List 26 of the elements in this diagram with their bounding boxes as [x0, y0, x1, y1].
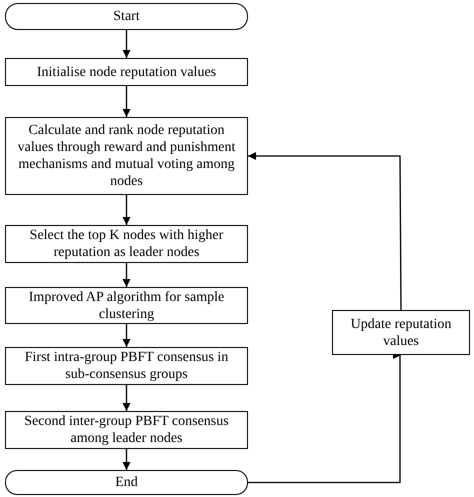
arrow: [122, 30, 130, 58]
arrow: [122, 385, 130, 411]
arrow: [248, 152, 402, 310]
node-label: Calculate and rank node reputation values through reward and punishment mechanisms and mutual voting among nodes: [16, 122, 236, 190]
process-box: [5, 347, 248, 385]
arrow: [122, 449, 130, 470]
node-label: Update reputation values: [350, 316, 452, 350]
process-box: [332, 310, 470, 355]
node-label: Start: [113, 8, 140, 25]
node-label: Second inter-group PBFT consensus among leader nodes: [23, 413, 230, 447]
arrow: [122, 324, 130, 347]
process-box: [5, 411, 248, 449]
terminal-box: [5, 470, 248, 495]
terminal-box: [5, 3, 248, 30]
process-box: [5, 117, 248, 195]
node-label: Initialise node reputation values: [36, 64, 216, 80]
process-box: [5, 58, 248, 86]
node-label: First intra-group PBFT consensus in sub-consensus groups: [24, 349, 230, 383]
arrow: [122, 263, 130, 287]
node-label: Select the top K nodes with higher reputation as leader nodes: [28, 227, 224, 261]
arrow: [122, 195, 130, 225]
arrow: [122, 86, 130, 117]
node-label: End: [115, 474, 138, 491]
process-box: [5, 287, 248, 324]
node-label: Improved AP algorithm for sample clustering: [28, 288, 226, 322]
process-box: [5, 225, 248, 263]
